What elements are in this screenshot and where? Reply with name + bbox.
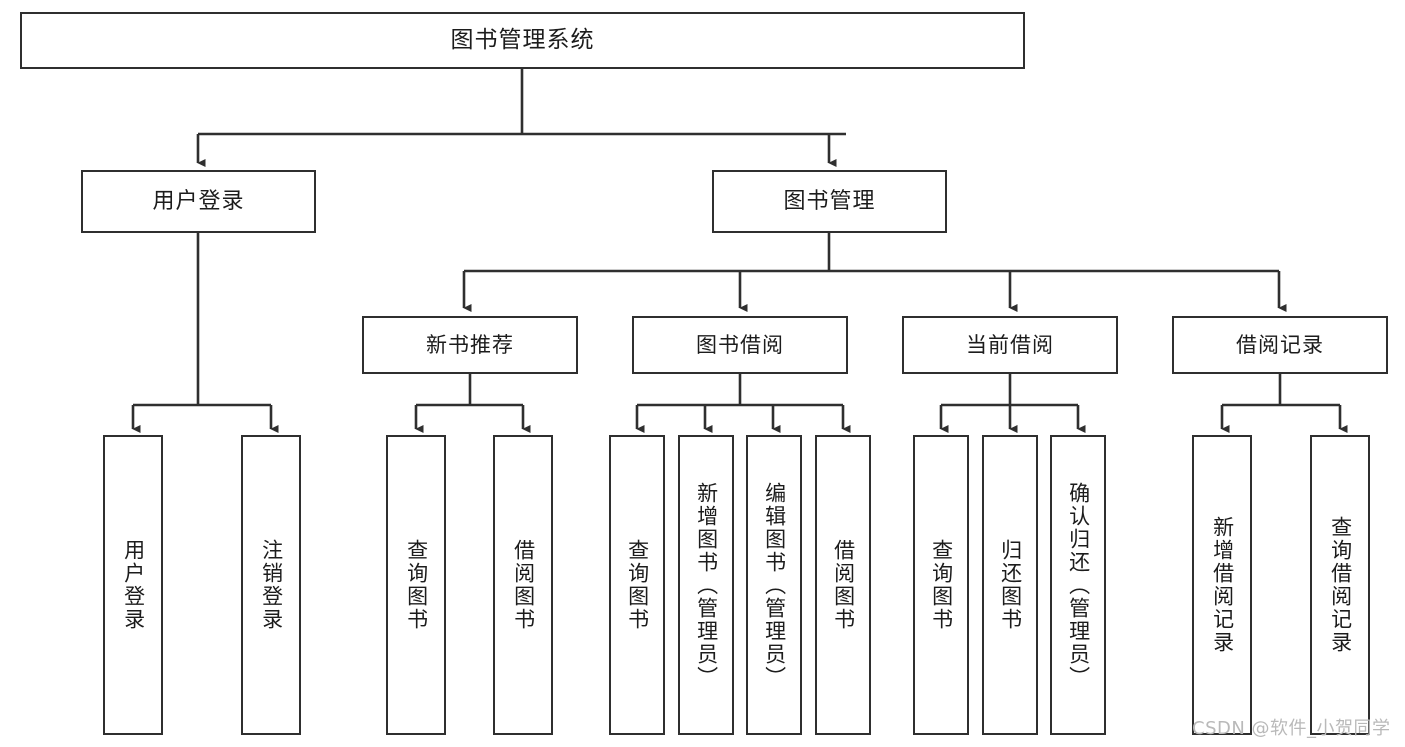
leaf-return-book[interactable]: 归还图书 <box>982 435 1038 735</box>
leaf-borrow-book-recommend[interactable]: 借阅图书 <box>493 435 553 735</box>
node-label: 查询图书 <box>404 539 429 631</box>
leaf-query-book-recommend[interactable]: 查询图书 <box>386 435 446 735</box>
node-label: 用户登录 <box>121 539 146 631</box>
node-label: 确认归还（管理员） <box>1066 481 1091 689</box>
node-label: 新增借阅记录 <box>1210 516 1235 654</box>
leaf-add-borrow-record[interactable]: 新增借阅记录 <box>1192 435 1252 735</box>
node-label: 借阅图书 <box>511 539 536 631</box>
node-current-borrow[interactable]: 当前借阅 <box>902 316 1118 374</box>
leaf-add-book-admin[interactable]: 新增图书（管理员） <box>678 435 734 735</box>
node-user-login[interactable]: 用户登录 <box>81 170 316 233</box>
node-label: 新书推荐 <box>426 332 514 357</box>
node-label: 图书管理系统 <box>450 27 595 54</box>
node-label: 用户登录 <box>152 188 245 214</box>
node-label: 当前借阅 <box>966 332 1054 357</box>
leaf-edit-book-admin[interactable]: 编辑图书（管理员） <box>746 435 802 735</box>
node-label: 查询借阅记录 <box>1328 516 1353 654</box>
leaf-query-book-current[interactable]: 查询图书 <box>913 435 969 735</box>
node-label: 借阅记录 <box>1236 332 1324 357</box>
node-new-book-recommend[interactable]: 新书推荐 <box>362 316 578 374</box>
node-root-book-management-system[interactable]: 图书管理系统 <box>20 12 1025 69</box>
node-label: 归还图书 <box>998 539 1023 631</box>
node-label: 新增图书（管理员） <box>694 481 719 689</box>
node-label: 图书借阅 <box>696 332 784 357</box>
node-label: 图书管理 <box>783 188 876 214</box>
leaf-user-login[interactable]: 用户登录 <box>103 435 163 735</box>
node-book-management[interactable]: 图书管理 <box>712 170 947 233</box>
node-label: 查询图书 <box>929 539 954 631</box>
leaf-query-book-borrow[interactable]: 查询图书 <box>609 435 665 735</box>
leaf-borrow-book[interactable]: 借阅图书 <box>815 435 871 735</box>
node-label: 查询图书 <box>625 539 650 631</box>
node-book-borrow[interactable]: 图书借阅 <box>632 316 848 374</box>
csdn-watermark: CSDN @软件_小贺同学 <box>1192 718 1391 739</box>
leaf-confirm-return-admin[interactable]: 确认归还（管理员） <box>1050 435 1106 735</box>
node-label: 借阅图书 <box>831 539 856 631</box>
node-label: 注销登录 <box>259 539 284 631</box>
leaf-logout-login[interactable]: 注销登录 <box>241 435 301 735</box>
leaf-query-borrow-record[interactable]: 查询借阅记录 <box>1310 435 1370 735</box>
node-borrow-record[interactable]: 借阅记录 <box>1172 316 1388 374</box>
node-label: 编辑图书（管理员） <box>762 481 787 689</box>
